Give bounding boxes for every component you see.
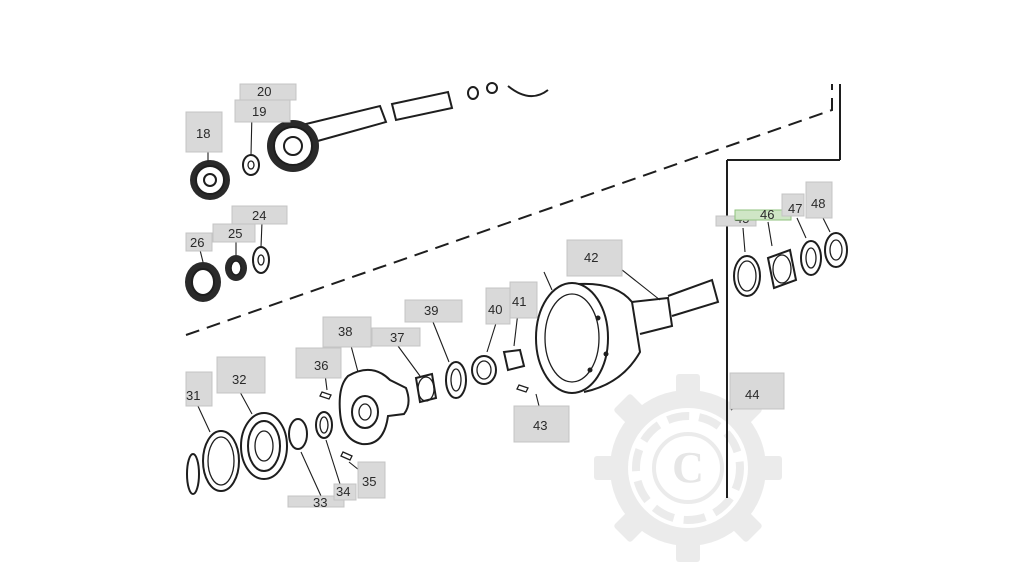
- callout-42: 42: [566, 239, 623, 277]
- callout-label: 47: [788, 201, 802, 216]
- callout-label: 24: [252, 208, 266, 223]
- callout-43: 43: [513, 405, 570, 443]
- callout-46-highlighted: 46: [734, 207, 792, 222]
- callout-38: 38: [322, 316, 372, 348]
- gear-26: [185, 262, 221, 302]
- seal-48: [824, 232, 848, 268]
- callout-label: 38: [338, 324, 352, 339]
- callout-41: 41: [509, 281, 538, 319]
- callout-label: 46: [760, 207, 774, 222]
- callout-label: 25: [228, 226, 242, 241]
- washer-47: [800, 240, 822, 276]
- callout-36: 36: [295, 347, 342, 379]
- callout-47: 47: [781, 193, 805, 217]
- callout-label: 20: [257, 84, 271, 99]
- callout-24: 24: [231, 205, 288, 225]
- ring-45: [733, 255, 761, 297]
- callout-40: 40: [485, 287, 511, 325]
- callout-44: 44: [729, 372, 785, 410]
- callout-label: 32: [232, 372, 246, 387]
- callout-31: 31: [185, 371, 213, 407]
- callout-48: 48: [805, 181, 833, 219]
- callout-label: 39: [424, 303, 438, 318]
- planet-carrier-38: [338, 369, 410, 446]
- bearing-46: [766, 248, 798, 290]
- callout-label: 26: [190, 235, 204, 250]
- ring-31: [186, 430, 240, 495]
- callout-label: 42: [584, 250, 598, 265]
- callout-19: 19: [234, 99, 291, 123]
- callout-label: 19: [252, 104, 266, 119]
- callout-label: 37: [390, 330, 404, 345]
- seal-ring-34: [315, 411, 333, 439]
- pin-36: [319, 391, 332, 400]
- callout-label: 41: [512, 294, 526, 309]
- input-shaft: [304, 82, 549, 144]
- callout-25: 25: [212, 223, 256, 243]
- gear-18: [190, 160, 230, 200]
- callout-label: 36: [314, 358, 328, 373]
- callout-label: 48: [811, 196, 825, 211]
- bush-41: [502, 348, 526, 372]
- callout-18: 18: [185, 111, 223, 153]
- callout-label: 33: [313, 495, 327, 510]
- callout-label: 40: [488, 302, 502, 317]
- bush-19: [242, 154, 260, 176]
- callout-label: 34: [336, 484, 350, 499]
- callout-label: 18: [196, 126, 210, 141]
- callout-39: 39: [404, 299, 463, 323]
- snap-ring-33: [288, 418, 308, 450]
- ring-39: [445, 361, 467, 399]
- bush-37: [414, 372, 438, 404]
- callout-20: 20: [239, 83, 297, 101]
- pin-43: [516, 384, 529, 393]
- callout-32: 32: [216, 356, 266, 394]
- callout-labels: 18 19 20 24 25 26 31 32: [185, 83, 833, 510]
- washer-24: [252, 246, 270, 274]
- pin-35: [340, 451, 353, 461]
- callout-37: 37: [371, 327, 421, 347]
- callout-26: 26: [185, 232, 213, 252]
- callout-34: 34: [333, 483, 357, 501]
- callout-label: 31: [186, 388, 200, 403]
- gear-copyright-watermark-icon: C: [594, 374, 782, 562]
- ring-gear-housing-42: [535, 278, 720, 394]
- callout-label: 43: [533, 418, 547, 433]
- bearing-32: [240, 412, 288, 480]
- callout-33: 33: [287, 495, 345, 510]
- callout-label: 35: [362, 474, 376, 489]
- watermark-symbol: C: [672, 443, 704, 492]
- callout-label: 44: [745, 387, 759, 402]
- bush-40: [471, 355, 497, 385]
- callout-35: 35: [357, 461, 386, 499]
- gear-20: [267, 120, 319, 172]
- needle-bearing-25: [225, 255, 247, 281]
